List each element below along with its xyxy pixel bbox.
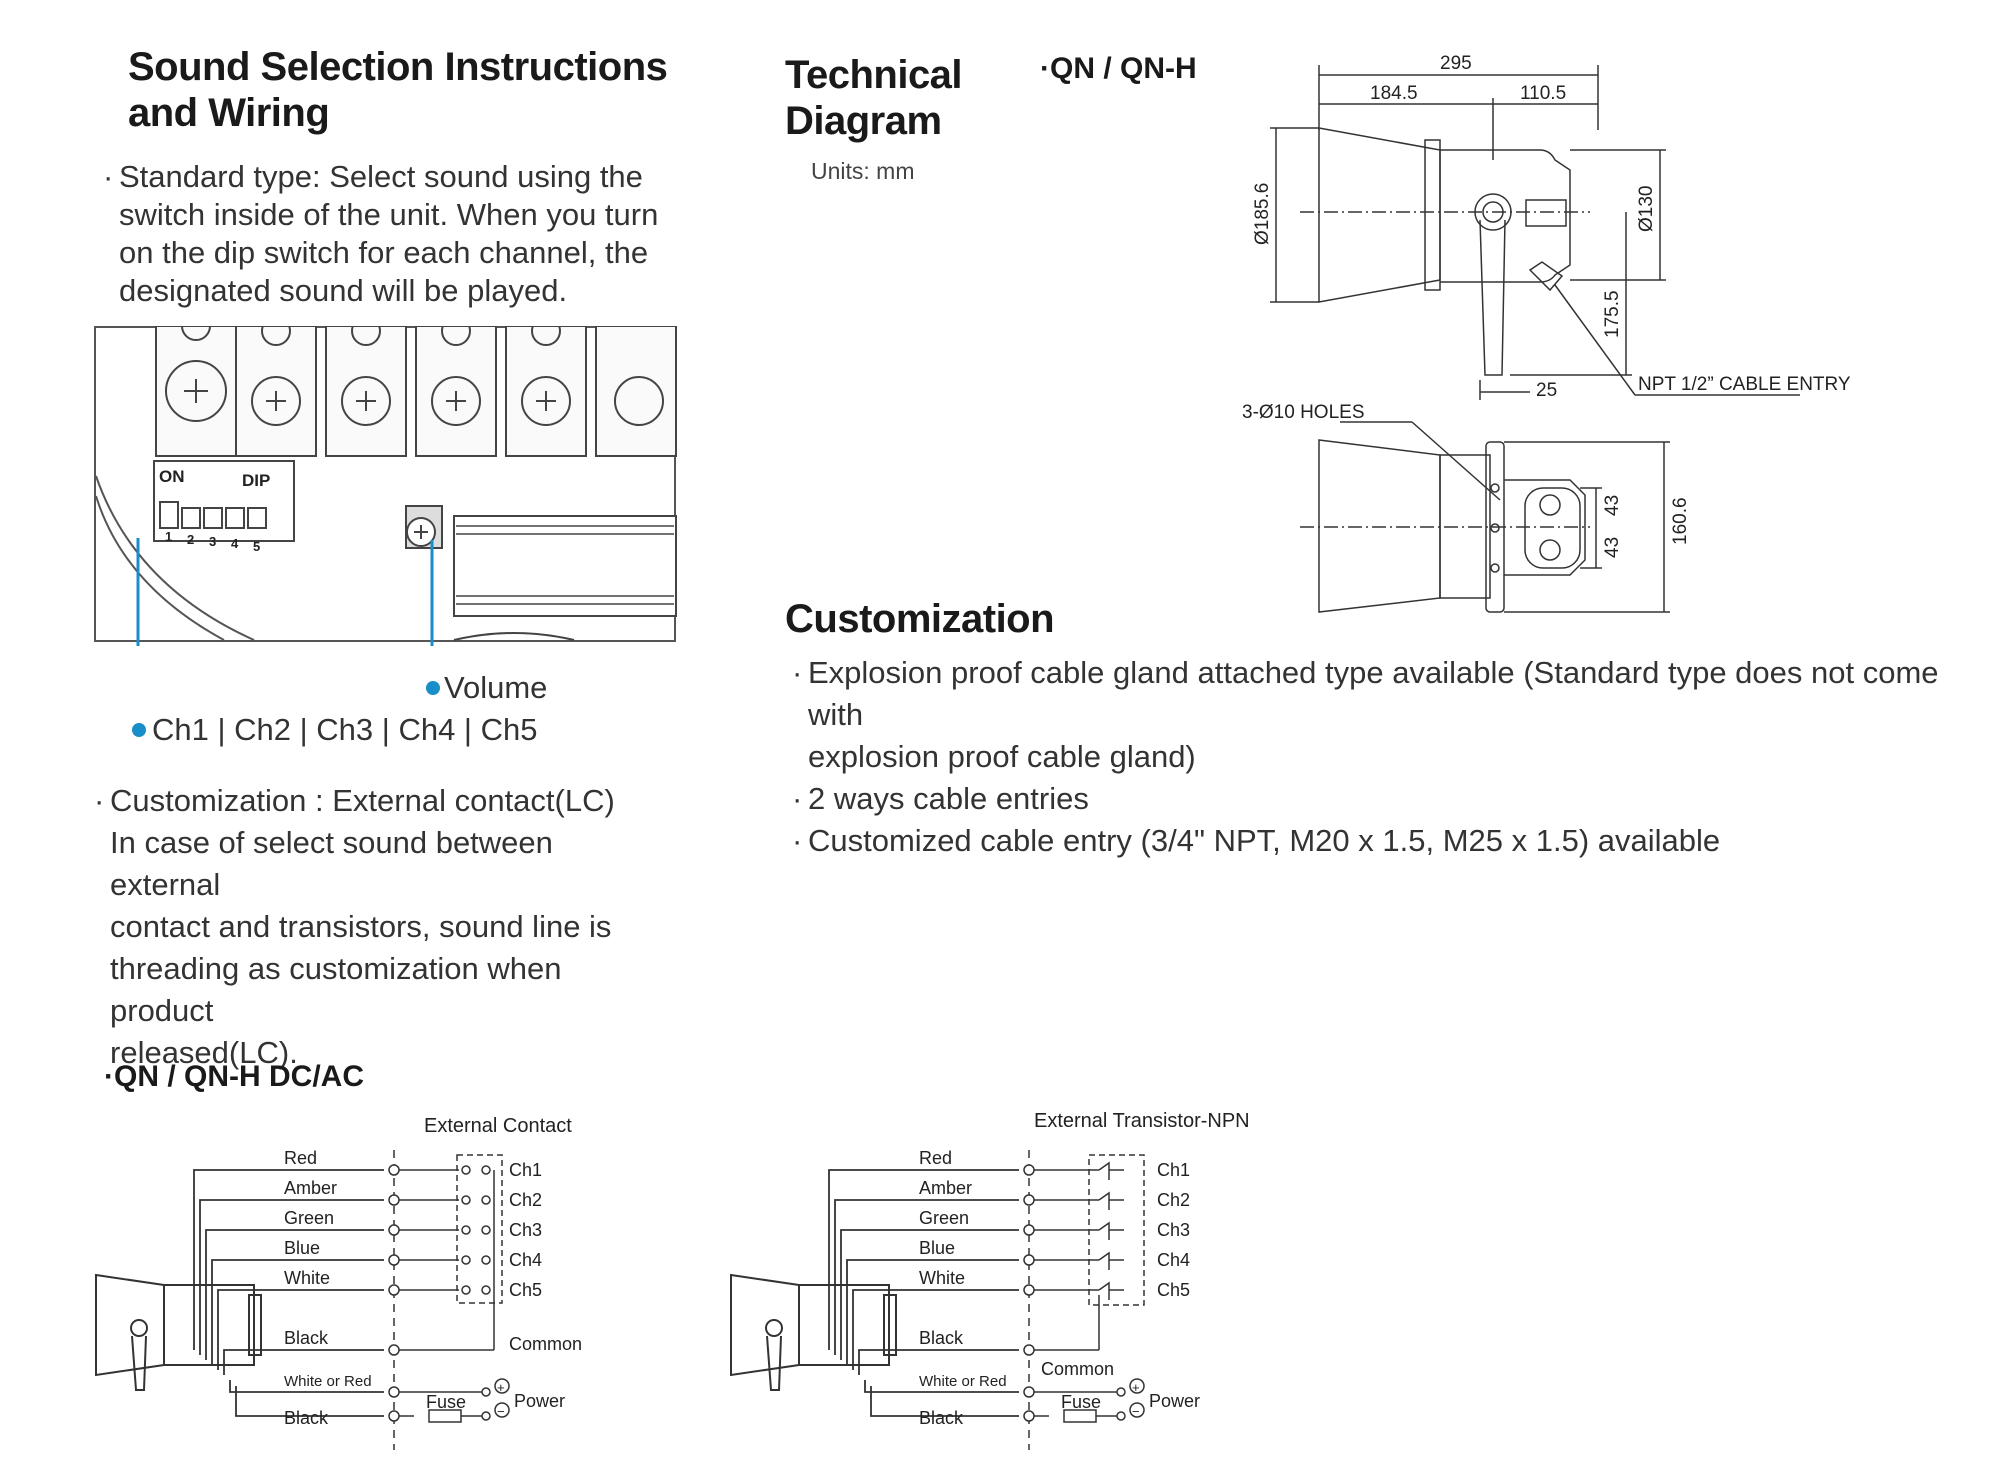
customization-item-text: 2 ways cable entries: [808, 781, 1089, 816]
dim-front-length: 184.5: [1370, 83, 1418, 104]
customization-item-text: Customized cable entry (3/4" NPT, M20 x …: [808, 823, 1721, 858]
technical-title-line1: Technical: [785, 53, 963, 97]
customization-item-text: Explosion proof cable gland attached typ…: [808, 655, 1939, 732]
dim-hole-spacing-2: 43: [1602, 537, 1623, 558]
et-wire-label: Amber: [919, 1178, 972, 1198]
customization-item: ·2 ways cable entries: [792, 781, 1089, 816]
dim-hole-spacing-1: 43: [1602, 495, 1623, 516]
cable-entry-label: NPT 1/2” CABLE ENTRY: [1638, 374, 1851, 395]
et-plus-label: +: [1132, 1380, 1140, 1395]
ec-title: External Contact: [424, 1115, 572, 1137]
standard-line: switch inside of the unit. When you turn: [119, 197, 659, 232]
dim-rear-diameter: Ø130: [1636, 186, 1657, 232]
ec-channel-label: Ch2: [509, 1190, 542, 1210]
sound-title-line1: Sound Selection Instructions: [128, 45, 668, 89]
ec-channel-label: Ch1: [509, 1160, 542, 1180]
ec-wire-label: Green: [284, 1208, 334, 1228]
et-channel-label: Ch2: [1157, 1190, 1190, 1210]
ec-minus-label: −: [497, 1404, 505, 1419]
technical-title: Technical Diagram: [785, 52, 963, 144]
sound-section-title: Sound Selection Instructions and Wiring: [128, 44, 668, 136]
ec-wire-label: Amber: [284, 1178, 337, 1198]
custom-lc-line: threading as customization when product: [110, 951, 562, 1028]
dip-number: 2: [187, 532, 194, 547]
ec-plus-label: +: [497, 1380, 505, 1395]
ec-channel-label: Ch5: [509, 1280, 542, 1300]
dim-total-length: 295: [1440, 53, 1472, 74]
et-black-label: Black: [919, 1328, 964, 1348]
customization-lc-text: · Customization : External contact(LC) I…: [94, 780, 670, 1074]
ec-power-label: Power: [514, 1391, 565, 1411]
external-contact-diagram: External Contact: [95, 1115, 582, 1450]
ec-channel-label: Ch3: [509, 1220, 542, 1240]
channels-label: Ch1 | Ch2 | Ch3 | Ch4 | Ch5: [152, 712, 538, 747]
custom-lc-line: contact and transistors, sound line is: [110, 909, 612, 944]
et-channel-label: Ch5: [1157, 1280, 1190, 1300]
et-common-label: Common: [1041, 1359, 1114, 1379]
et-channel-label: Ch4: [1157, 1250, 1190, 1270]
unit-interior-illustration: ON DIP 1 2 3 4 5: [94, 326, 677, 646]
et-wire-label: Blue: [919, 1238, 955, 1258]
dim-bracket-width: 160.6: [1670, 497, 1691, 545]
ec-wire-label: Red: [284, 1148, 317, 1168]
dim-front-diameter: Ø185.6: [1252, 183, 1273, 245]
customization-item-continued: explosion proof cable gland): [808, 739, 1196, 774]
channels-callout-dot: [132, 723, 146, 737]
dip-number: 1: [165, 529, 172, 544]
customization-title: Customization: [785, 597, 1055, 641]
technical-title-line2: Diagram: [785, 99, 942, 143]
customization-list: ·Explosion proof cable gland attached ty…: [792, 652, 1998, 862]
dim-bracket-offset: 25: [1536, 380, 1557, 401]
dim-rear-length: 110.5: [1520, 83, 1566, 104]
ec-white-or-red-label: White or Red: [284, 1373, 372, 1390]
external-transistor-diagram: External Transistor-NPN: [730, 1110, 1250, 1450]
et-wire-label: Green: [919, 1208, 969, 1228]
custom-lc-line: Customization : External contact(LC): [110, 783, 615, 818]
standard-type-text: · Standard type: Select sound using the …: [103, 158, 679, 310]
dip-label: DIP: [242, 471, 270, 490]
holes-label: 3-Ø10 HOLES: [1242, 402, 1365, 423]
et-black2-label: Black: [919, 1408, 964, 1428]
et-wire-label: Red: [919, 1148, 952, 1168]
custom-lc-line: In case of select sound between external: [110, 825, 553, 902]
units-label: Units: mm: [811, 158, 915, 184]
et-channel-label: Ch3: [1157, 1220, 1190, 1240]
dim-bracket-height: 175.5: [1602, 290, 1623, 338]
model-label: ·QN / QN-H: [1040, 52, 1197, 85]
ec-black-label: Black: [284, 1328, 329, 1348]
sound-title-line2: and Wiring: [128, 91, 330, 135]
customization-item: ·Customized cable entry (3/4" NPT, M20 x…: [792, 823, 1721, 858]
dip-number: 3: [209, 534, 216, 549]
et-fuse-label: Fuse: [1061, 1392, 1101, 1412]
volume-label: Volume: [444, 670, 548, 705]
wiring-title: ·QN / QN-H DC/AC: [104, 1060, 364, 1093]
ec-black2-label: Black: [284, 1408, 329, 1428]
standard-line: designated sound will be played.: [119, 273, 568, 308]
standard-line: on the dip switch for each channel, the: [119, 235, 649, 270]
volume-callout-dot: [426, 681, 440, 695]
dip-number: 5: [253, 539, 260, 554]
et-title: External Transistor-NPN: [1034, 1110, 1250, 1132]
customization-item: ·Explosion proof cable gland attached ty…: [792, 655, 1939, 732]
standard-line: Standard type: Select sound using the: [119, 159, 643, 194]
ec-wire-label: White: [284, 1268, 330, 1288]
technical-drawing: 295 184.5 110.5 Ø185.6 Ø130 175.5 25 NPT…: [1242, 53, 1851, 613]
dip-on-label: ON: [159, 467, 185, 486]
et-power-label: Power: [1149, 1391, 1200, 1411]
dip-number: 4: [231, 536, 239, 551]
ec-wire-label: Blue: [284, 1238, 320, 1258]
et-minus-label: −: [1132, 1404, 1140, 1419]
et-channel-label: Ch1: [1157, 1160, 1190, 1180]
et-white-or-red-label: White or Red: [919, 1373, 1007, 1390]
ec-fuse-label: Fuse: [426, 1392, 466, 1412]
custom-lc-line: released(LC).: [110, 1035, 298, 1070]
ec-channel-label: Ch4: [509, 1250, 542, 1270]
ec-common-label: Common: [509, 1334, 582, 1354]
et-wire-label: White: [919, 1268, 965, 1288]
